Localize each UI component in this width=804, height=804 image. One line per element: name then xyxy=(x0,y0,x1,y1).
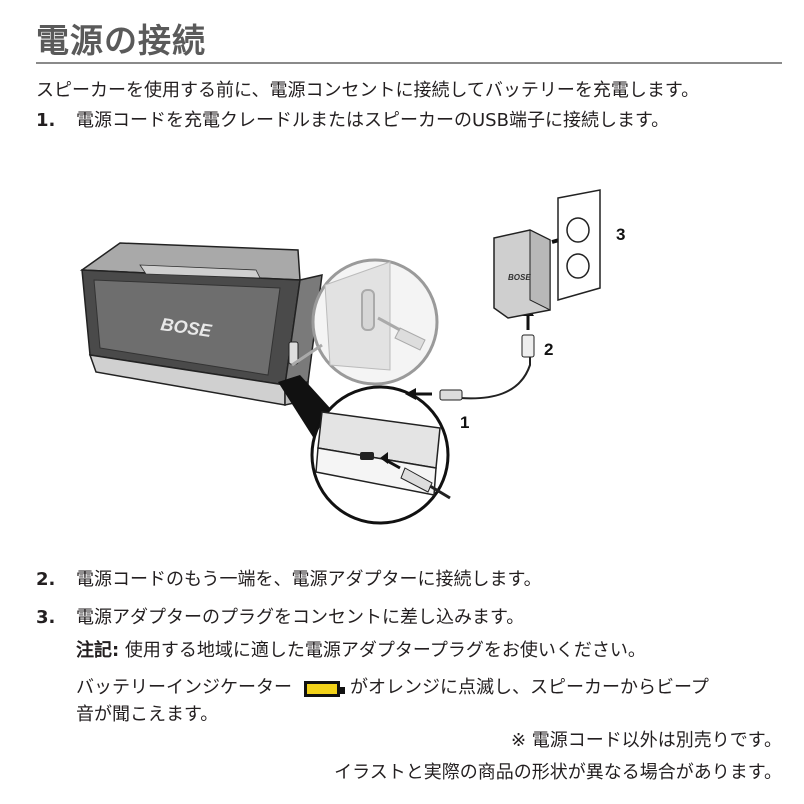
speaker-port-zoom xyxy=(291,258,439,386)
step-number: 3. xyxy=(36,607,56,628)
step-number: 1. xyxy=(36,110,56,131)
wall-outlet xyxy=(557,189,601,301)
note: 注記: 使用する地域に適した電源アダプタープラグをお使いください。 xyxy=(76,638,646,664)
battery-text-before: バッテリーインジケーター xyxy=(76,677,292,698)
step-text: 電源コードを充電クレードルまたはスピーカーのUSB端子に接続します。 xyxy=(76,110,670,131)
note-label: 注記: xyxy=(76,640,120,661)
step-text: 電源コードのもう一端を、電源アダプターに接続します。 xyxy=(76,569,542,590)
battery-text-after: がオレンジに点滅し、スピーカーからビープ xyxy=(350,677,709,698)
cradle-port-zoom xyxy=(278,375,451,525)
battery-indicator-description: バッテリーインジケーター がオレンジに点滅し、スピーカーからビープ 音が聞こえます… xyxy=(76,674,709,728)
usb-cable xyxy=(405,306,535,401)
page-title: 電源の接続 xyxy=(36,21,206,60)
footnote-illustration-disclaimer: イラストと実際の商品の形状が異なる場合があります。 xyxy=(334,762,782,783)
callout-2: 2 xyxy=(544,340,553,359)
note-text: 使用する地域に適した電源アダプタープラグをお使いください。 xyxy=(119,640,646,661)
callout-3: 3 xyxy=(616,225,625,244)
connection-illustration: BOSE BOSE xyxy=(79,189,625,525)
battery-indicator-icon xyxy=(304,681,345,697)
svg-text:BOSE: BOSE xyxy=(508,273,531,282)
step-number: 2. xyxy=(36,569,56,590)
speaker-illustration: BOSE xyxy=(79,242,323,406)
step-text: 電源アダプターのプラグをコンセントに差し込みます。 xyxy=(76,607,525,628)
footnote-sold-separately: ※ 電源コード以外は別売りです。 xyxy=(510,730,782,751)
callout-1: 1 xyxy=(460,413,469,432)
intro-text: スピーカーを使用する前に、電源コンセントに接続してバッテリーを充電します。 xyxy=(36,80,700,101)
title-divider xyxy=(36,62,782,64)
battery-text-line2: 音が聞こえます。 xyxy=(76,704,219,725)
